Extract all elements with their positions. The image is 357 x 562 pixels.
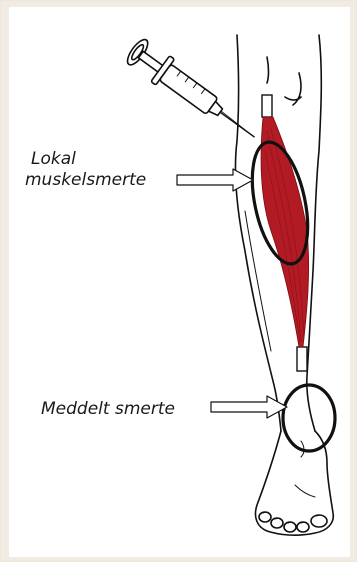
referred-pain-arrow bbox=[211, 396, 287, 418]
lower-tendon bbox=[297, 347, 307, 371]
syringe-icon bbox=[123, 36, 263, 150]
local-pain-label-line1: Lokal bbox=[31, 151, 76, 168]
local-pain-arrow bbox=[177, 169, 253, 191]
referred-pain-marker bbox=[283, 385, 335, 451]
referred-pain-label: Meddelt smerte bbox=[41, 401, 175, 418]
local-pain-label-line2: muskelsmerte bbox=[25, 172, 146, 189]
upper-tendon bbox=[262, 95, 272, 117]
leg-outline bbox=[235, 35, 333, 535]
